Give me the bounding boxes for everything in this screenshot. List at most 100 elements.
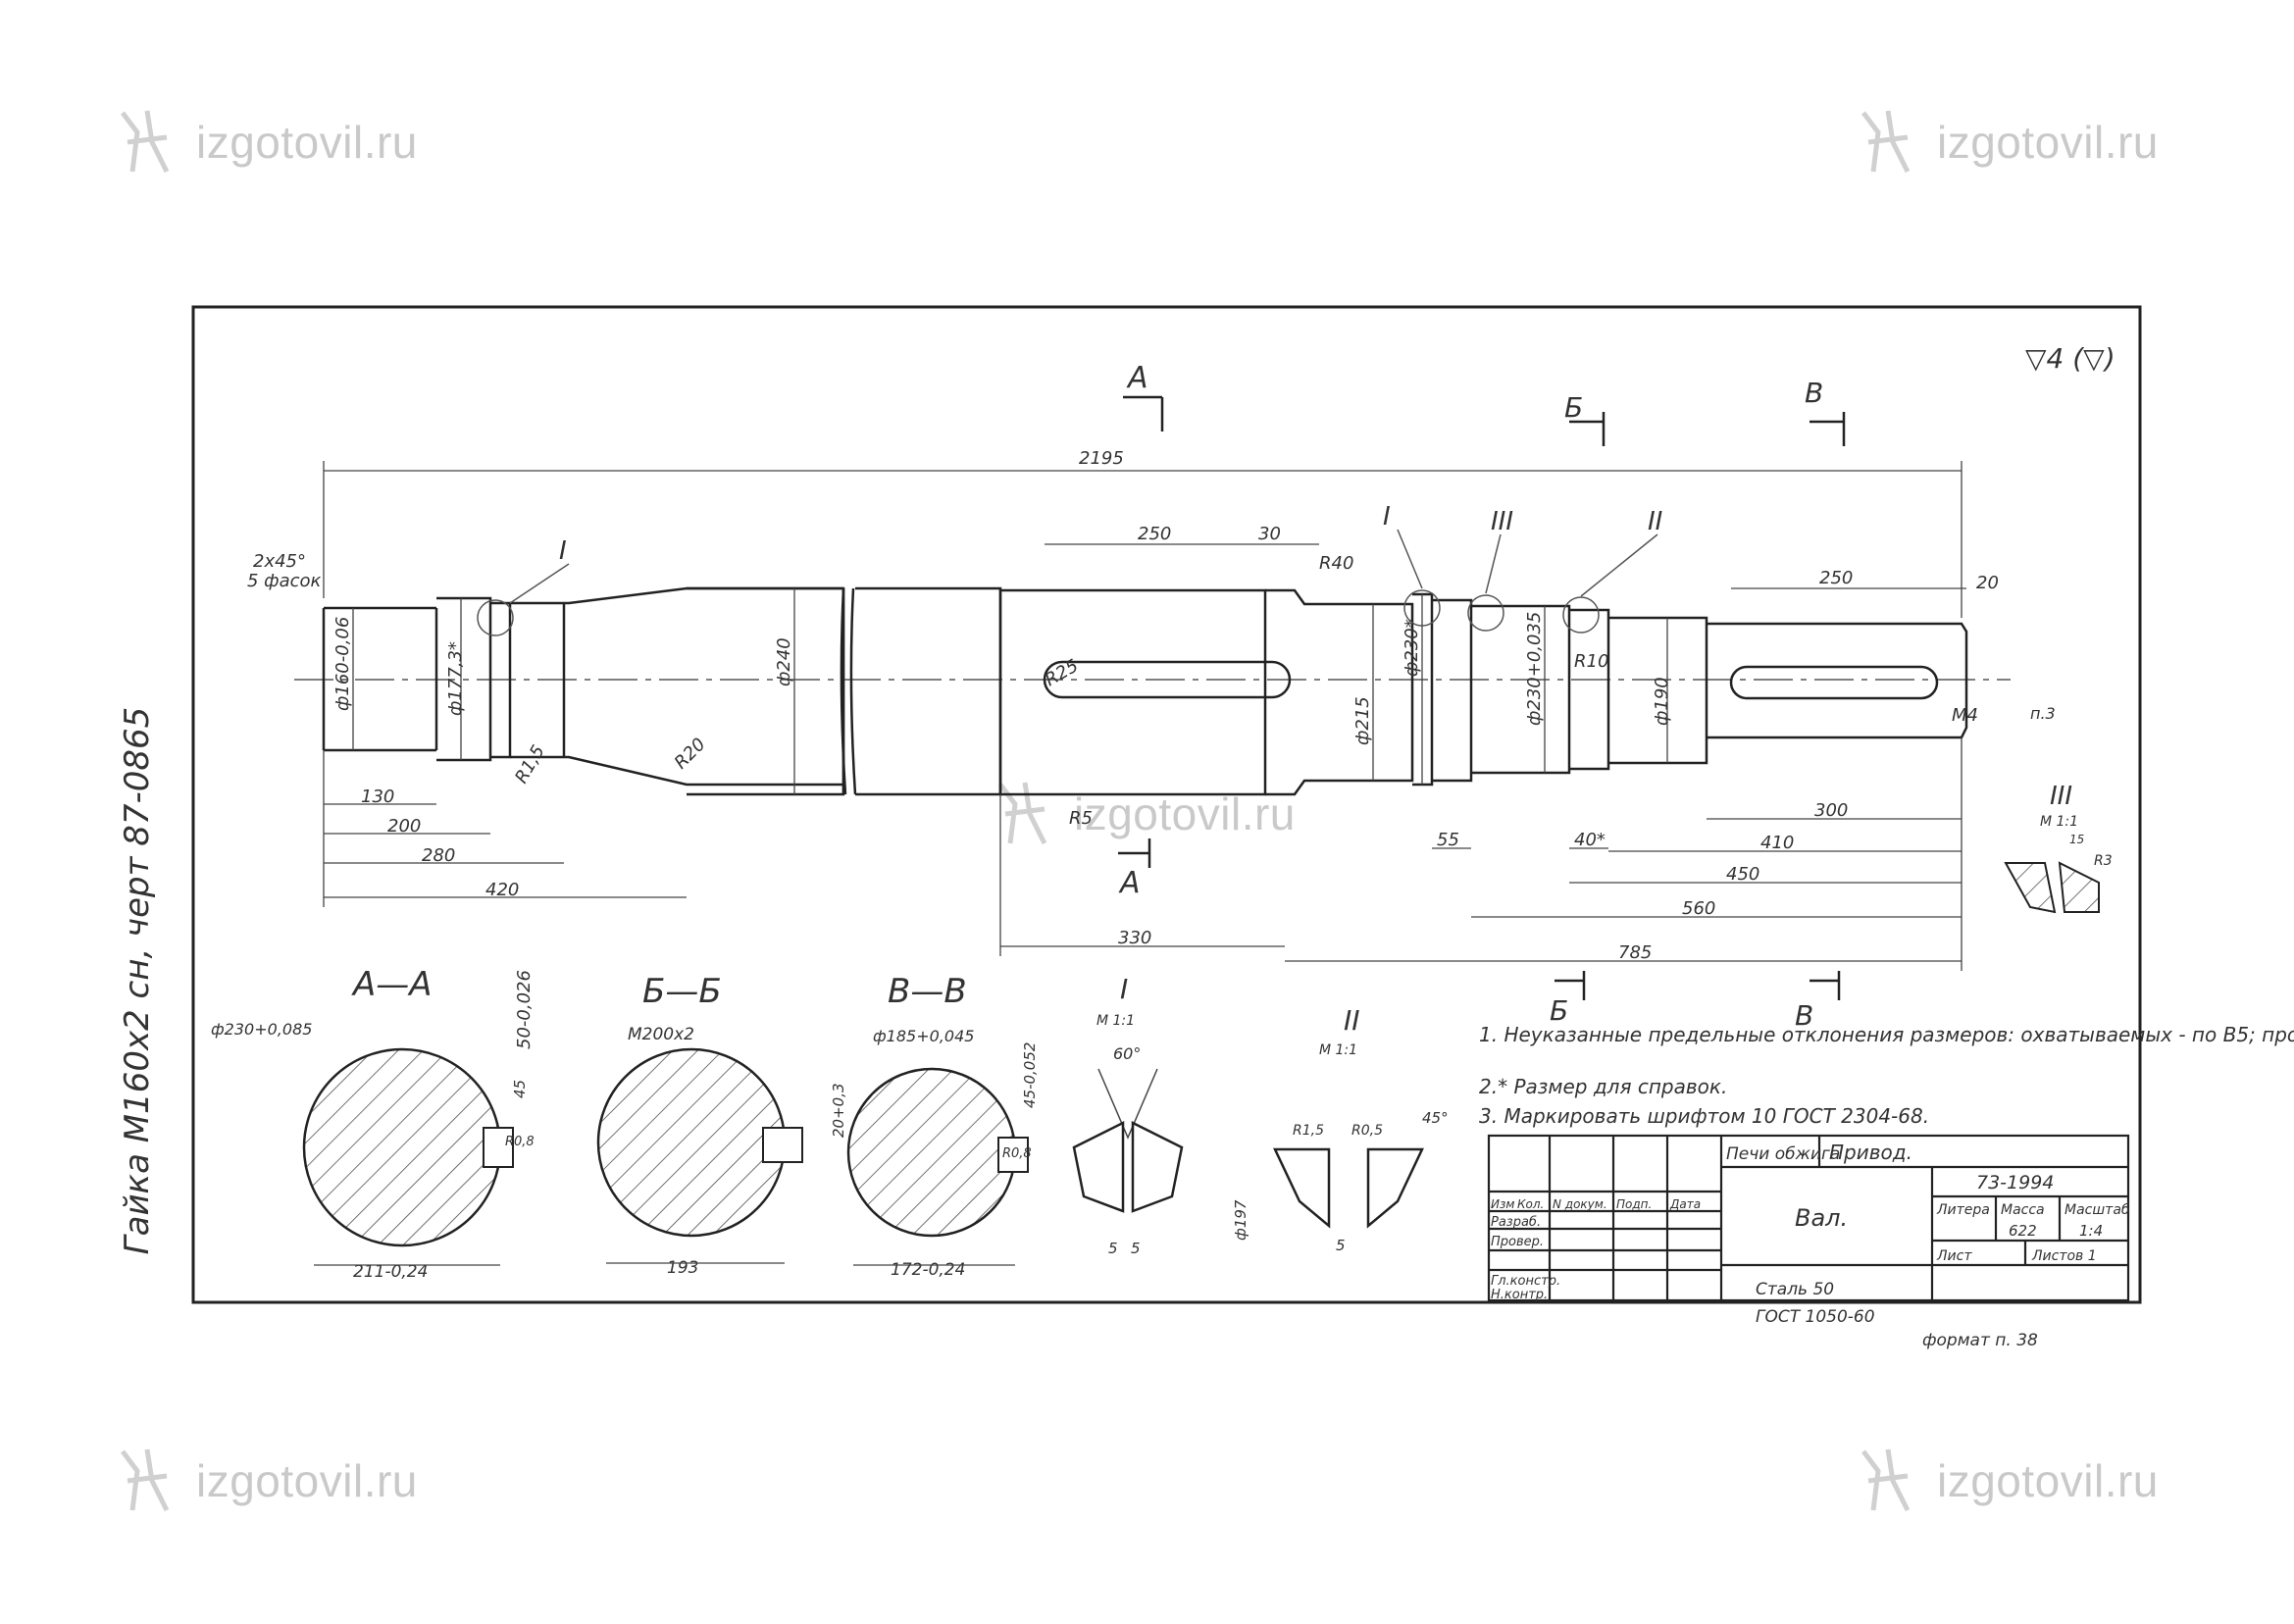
dim-chamfer-note: 5 фасок (247, 571, 322, 591)
tb-glkontr: Гл.констр. (1491, 1274, 1560, 1289)
dim-dia190: ф190 (1652, 677, 1672, 726)
watermark-text: izgotovil.ru (1074, 788, 1296, 839)
tb-razrab: Разраб. (1491, 1215, 1541, 1230)
dim-len560: 560 (1682, 898, 1715, 919)
tb-mass-header: Масса (2001, 1202, 2045, 1218)
watermark-text: izgotovil.ru (1937, 117, 2159, 168)
tb-format: формат п. 38 (1922, 1331, 2038, 1350)
dim-len130: 130 (361, 787, 394, 807)
drawing-frame (191, 305, 2142, 1304)
dimension-texts: 2195 2х45° 5 фасок 250 30 R40 250 20 R5 … (247, 448, 2056, 963)
detail-3-r: R3 (2094, 853, 2113, 869)
watermark-top-right: izgotovil.ru (1849, 103, 2159, 181)
section-aa: А—А ф230+0,085 50-0,026 45 R0,8 211-0,24 (211, 965, 535, 1282)
detail-2-w: 5 (1336, 1237, 1346, 1254)
dim-len420: 420 (485, 880, 519, 900)
detail-2-title: II (1344, 1004, 1360, 1037)
tb-col-date: Дата (1669, 1197, 1701, 1211)
tb-scale-header: Масштаб (2065, 1202, 2130, 1218)
tb-mass: 622 (2009, 1222, 2037, 1240)
note-1: 1. Неуказанные предельные отклонения раз… (1479, 1023, 2294, 1046)
detail-2-r1: R1,5 (1293, 1123, 1324, 1139)
dim-slot1-len: 250 (1138, 524, 1171, 544)
section-bb-title: Б—Б (642, 972, 722, 1011)
section-bb-key: 20+0,3 (830, 1083, 847, 1138)
detail-1-angle: 60° (1113, 1044, 1141, 1063)
detail-2-r2: R0,5 (1351, 1123, 1383, 1139)
detail-circle-3 (1467, 594, 1504, 632)
tech-notes: 1. Неуказанные предельные отклонения раз… (1479, 1023, 2294, 1128)
section-vv-title: В—В (888, 972, 967, 1011)
dim-p3: п.3 (2030, 704, 2056, 723)
tb-nkontr: Н.контр. (1491, 1288, 1548, 1302)
detail-1-w1: 5 (1108, 1240, 1118, 1257)
shaft-outline (322, 586, 1968, 796)
detail-circle-1 (477, 599, 514, 636)
watermark-bottom-right: izgotovil.ru (1849, 1442, 2159, 1520)
section-mark-b-top: Б (1564, 391, 1583, 424)
dimension-lines (323, 461, 1966, 971)
title-block-texts: Печи обжига Привод. 73-1994 Вал. Сталь 5… (1491, 1141, 2130, 1350)
note-2: 2.* Размер для справок. (1479, 1075, 1727, 1098)
tb-doc-no: 73-1994 (1976, 1172, 2054, 1193)
tb-col-list: Кол. (1517, 1197, 1544, 1211)
section-bb-width: 193 (667, 1258, 698, 1278)
dim-r15: R1,5 (511, 741, 549, 787)
title-block (1487, 1134, 2130, 1302)
section-vv-dia: ф185+0,045 (873, 1027, 974, 1045)
section-mark-b-bottom: Б (1550, 994, 1568, 1027)
tb-scale: 1:4 (2079, 1222, 2103, 1240)
tb-material2: ГОСТ 1050-60 (1756, 1307, 1875, 1327)
section-mark-a-top: А (1126, 361, 1148, 395)
tb-col-doc: N докум. (1553, 1197, 1607, 1211)
keyway-slot-1 (1043, 660, 1292, 699)
wrench-logo-icon (121, 110, 170, 174)
detail-1: I М 1:1 60° 5 5 (1072, 973, 1184, 1257)
wrench-logo-icon (121, 1448, 170, 1512)
section-aa-r: R0,8 (505, 1135, 535, 1149)
section-aa-key: 50-0,026 (514, 970, 535, 1049)
detail-3-scale: М 1:1 (2040, 814, 2078, 830)
tb-assembly: Привод. (1829, 1141, 1912, 1164)
dim-len450: 450 (1726, 864, 1759, 885)
detail-circle-2 (1562, 596, 1600, 634)
tb-sheets: Листов 1 (2031, 1248, 2097, 1264)
detail-callout-1b: I (1383, 502, 1391, 532)
dim-dia160: ф160-0,06 (332, 617, 353, 711)
section-aa-width: 211-0,24 (353, 1262, 428, 1282)
dim-len200: 200 (387, 816, 421, 837)
section-mark-v-top: В (1805, 377, 1823, 409)
watermark-bottom-left: izgotovil.ru (108, 1442, 418, 1520)
dim-len55: 55 (1437, 830, 1459, 850)
dim-slot2-len: 250 (1819, 568, 1853, 588)
keyway-slot-2 (1729, 665, 1939, 700)
detail-callout-2: II (1648, 507, 1662, 536)
watermark-text: izgotovil.ru (1937, 1455, 2159, 1506)
section-vv: В—В ф185+0,045 45-0,052 R0,8 172-0,24 (846, 972, 1039, 1280)
section-mark-a-bottom: А (1118, 866, 1141, 900)
section-vv-r: R0,8 (1002, 1146, 1032, 1161)
section-aa-title: А—А (351, 965, 433, 1004)
tb-sheet: Лист (1936, 1248, 1972, 1264)
watermark-center: izgotovil.ru (986, 775, 1296, 853)
detail-callout-3: III (1491, 507, 1513, 536)
dim-len280: 280 (422, 845, 455, 866)
wrench-logo-icon (998, 782, 1047, 845)
watermark-top-left: izgotovil.ru (108, 103, 418, 181)
section-aa-key2: 45 (511, 1080, 529, 1098)
watermark-text: izgotovil.ru (196, 1455, 418, 1506)
tb-prover: Провер. (1491, 1235, 1544, 1249)
dim-dia240: ф240 (774, 637, 794, 686)
section-aa-dia: ф230+0,085 (211, 1020, 312, 1039)
wrench-logo-icon (1861, 1448, 1911, 1512)
dim-chamfer: 2х45° (253, 551, 306, 572)
section-bb: Б—Б М200х2 20+0,3 193 (596, 972, 847, 1278)
dim-r20: R20 (671, 735, 710, 774)
section-mark-v-bottom: В (1795, 999, 1813, 1032)
dim-len410: 410 (1760, 833, 1794, 853)
detail-1-title: I (1120, 973, 1128, 1005)
tb-col-izm: Изм (1491, 1197, 1514, 1211)
dim-dia230a: ф230* (1402, 619, 1422, 677)
dim-dia215: ф215 (1352, 696, 1373, 745)
